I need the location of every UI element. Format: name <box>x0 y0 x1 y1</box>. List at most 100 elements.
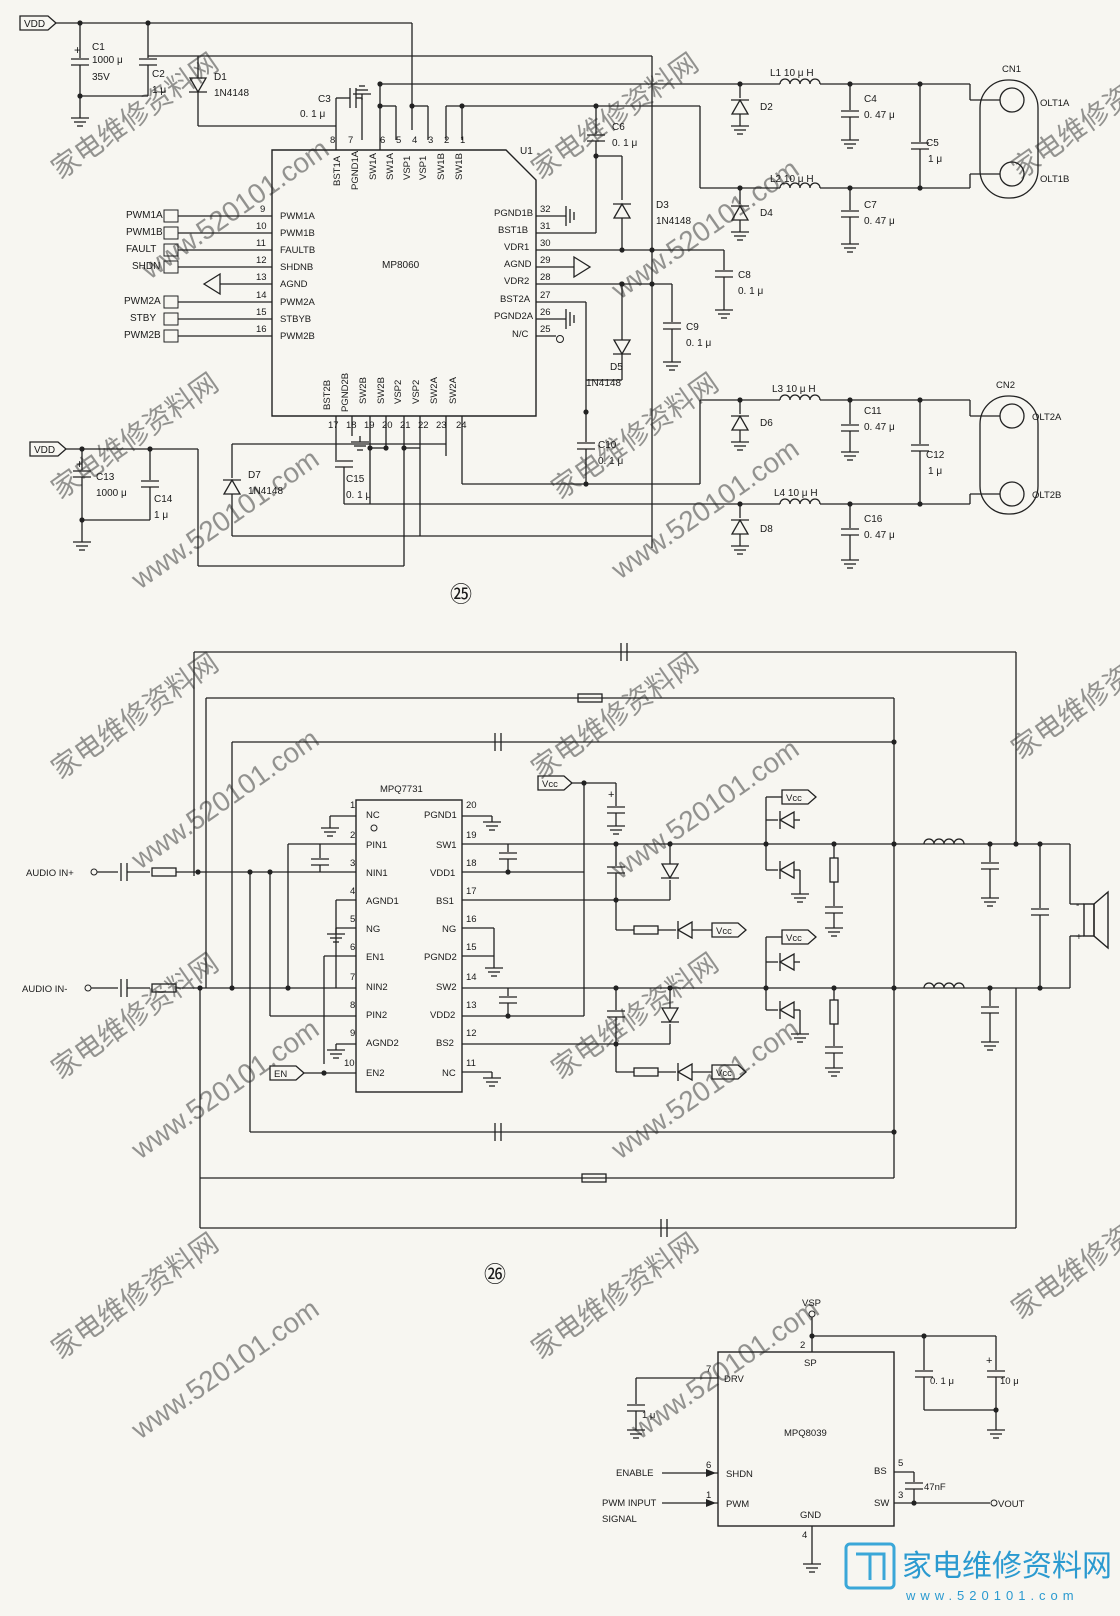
watermark-text: 家电维修资料网 <box>526 647 704 785</box>
d5-label: D5 <box>610 362 623 373</box>
svg-text:NC: NC <box>366 810 380 821</box>
svg-text:6: 6 <box>350 942 355 953</box>
olt2b-label: OLT2B <box>1032 490 1061 501</box>
svg-text:14: 14 <box>466 972 477 983</box>
svg-text:AGND2: AGND2 <box>366 1038 399 1049</box>
svg-text:PWM1A: PWM1A <box>126 210 163 221</box>
c3-value: 0. 1 μ <box>300 109 325 120</box>
svg-text:NG: NG <box>442 924 456 935</box>
circuit-27: MPQ8039 VSP 2 SP 0. 1 μ + 10 μ 7 DRV 1 μ… <box>602 1298 1025 1573</box>
olt1a-label: OLT1A <box>1040 98 1070 109</box>
svg-text:STBYB: STBYB <box>280 314 311 325</box>
svg-text:SW: SW <box>874 1498 889 1509</box>
svg-text:VSP1: VSP1 <box>418 156 429 180</box>
svg-text:SW2A: SW2A <box>429 376 440 404</box>
c12-value: 1 μ <box>928 466 942 477</box>
watermark-text: 家电维修资料网 <box>46 947 224 1085</box>
watermark-text: 家电维修资料网 <box>526 1227 704 1365</box>
svg-text:20: 20 <box>382 420 393 431</box>
c1-rating: 35V <box>92 72 110 83</box>
site-logo: 家电维修资料网 www.520101.com <box>844 1542 1112 1603</box>
watermark-text: www.520101.com <box>605 1013 805 1166</box>
c11-label: C11 <box>864 406 882 417</box>
watermark-text: 家电维修资料网 <box>46 367 224 505</box>
svg-text:21: 21 <box>400 420 411 431</box>
c-sp1-value: 0. 1 μ <box>930 1376 954 1387</box>
d2-label: D2 <box>760 102 773 113</box>
watermark-text: 家电维修资料网 <box>46 647 224 785</box>
svg-text:23: 23 <box>436 420 447 431</box>
watermark-text: 家电维修资料网 <box>1006 47 1120 185</box>
svg-text:PGND2B: PGND2B <box>340 373 351 412</box>
c4-label: C4 <box>864 94 877 105</box>
svg-text:BST1B: BST1B <box>498 225 528 236</box>
svg-text:15: 15 <box>256 307 267 318</box>
svg-text:12: 12 <box>466 1028 477 1039</box>
svg-text:7: 7 <box>706 1364 711 1375</box>
svg-text:+: + <box>1076 932 1082 943</box>
c10-value: 0. 1 μ <box>598 456 623 467</box>
svg-text:5: 5 <box>350 914 355 925</box>
c-sp2-value: 10 μ <box>1000 1376 1019 1387</box>
c9-label: C9 <box>686 322 699 333</box>
vcc-tag <box>537 775 573 791</box>
svg-text:BST1A: BST1A <box>332 155 343 186</box>
c14-label: C14 <box>154 494 173 505</box>
top-pins: 8 BST1A 7 PGND1A 6 SW1A 5 SW1A 4 VSP1 3 … <box>330 135 465 190</box>
mp8060-chip <box>271 149 537 417</box>
svg-text:PWM: PWM <box>726 1499 749 1510</box>
svg-text:-: - <box>1076 900 1079 911</box>
svg-text:25: 25 <box>540 324 551 335</box>
svg-text:PWM1B: PWM1B <box>280 228 315 239</box>
c8-value: 0. 1 μ <box>738 286 763 297</box>
svg-text:17: 17 <box>328 420 339 431</box>
c13-value: 1000 μ <box>96 488 127 499</box>
l4-label: L4 10 μ H <box>774 488 818 499</box>
svg-text:1: 1 <box>350 800 355 811</box>
chip-name: MPQ7731 <box>380 784 423 795</box>
svg-text:3: 3 <box>898 1490 903 1501</box>
chip-ref: U1 <box>520 146 533 157</box>
svg-text:27: 27 <box>540 290 551 301</box>
c9-value: 0. 1 μ <box>686 338 711 349</box>
watermark-text: 家电维修资料网 <box>1006 627 1120 765</box>
svg-text:29: 29 <box>540 255 551 266</box>
bottom-pins: BST2B 17 PGND2B 18 SW2B 19 SW2B 20 VSP2 … <box>322 373 467 566</box>
c7-label: C7 <box>864 200 877 211</box>
c13-label: C13 <box>96 472 115 483</box>
svg-text:PWM1A: PWM1A <box>280 211 316 222</box>
svg-text:AGND1: AGND1 <box>366 896 399 907</box>
olt1b-label: OLT1B <box>1040 174 1069 185</box>
svg-text:Vcc: Vcc <box>716 926 732 937</box>
c3-label: C3 <box>318 94 331 105</box>
svg-text:19: 19 <box>364 420 375 431</box>
logo-url: www.520101.com <box>905 1588 1079 1603</box>
svg-text:NG: NG <box>366 924 380 935</box>
svg-text:VSP1: VSP1 <box>402 156 413 180</box>
svg-text:PWM2A: PWM2A <box>280 297 316 308</box>
vdd-tag-2 <box>29 441 67 457</box>
vdd-tag <box>19 15 57 31</box>
svg-text:SW1B: SW1B <box>436 153 447 180</box>
svg-text:SP: SP <box>804 1358 817 1369</box>
c16-value: 0. 47 μ <box>864 530 895 541</box>
svg-text:Vcc: Vcc <box>786 793 802 804</box>
svg-text:SW1B: SW1B <box>454 153 465 180</box>
svg-text:10: 10 <box>256 221 267 232</box>
l2-label: L2 10 μ H <box>770 174 814 185</box>
l1-label: L1 10 μ H <box>770 68 814 79</box>
svg-text:28: 28 <box>540 272 551 283</box>
svg-text:PGND2A: PGND2A <box>494 311 534 322</box>
svg-text:30: 30 <box>540 238 551 249</box>
c1-label: C1 <box>92 42 105 53</box>
en-label: EN <box>274 1069 287 1080</box>
d1-label: D1 <box>214 72 227 83</box>
svg-text:9: 9 <box>260 204 265 215</box>
svg-text:NIN2: NIN2 <box>366 982 388 993</box>
svg-text:22: 22 <box>418 420 429 431</box>
svg-text:4: 4 <box>802 1530 807 1541</box>
svg-text:6: 6 <box>380 135 385 146</box>
